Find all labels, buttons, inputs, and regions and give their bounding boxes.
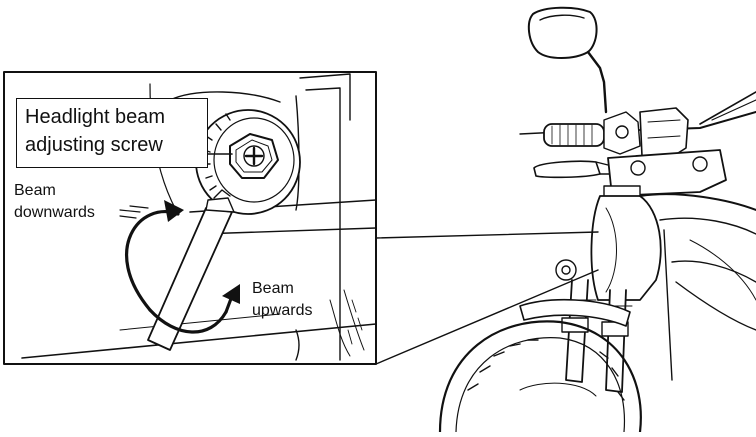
callout-line-1: Headlight beam bbox=[25, 106, 166, 128]
screwdriver-icon bbox=[147, 189, 235, 351]
adjusting-screw-icon bbox=[195, 109, 301, 215]
front-wheel bbox=[438, 320, 642, 434]
handlebar bbox=[519, 91, 756, 155]
headlight-housing bbox=[555, 195, 662, 301]
arrow-up-head-icon bbox=[222, 284, 240, 304]
mirror-icon bbox=[527, 6, 608, 114]
beam-up-line-2: upwards bbox=[252, 302, 313, 319]
turn-signal-icon bbox=[533, 160, 613, 179]
fuel-tank bbox=[639, 193, 756, 381]
zoom-leader-lines bbox=[375, 231, 599, 365]
beam-down-line-1: Beam bbox=[14, 182, 56, 199]
beam-down-line-2: downwards bbox=[14, 204, 95, 221]
beam-upwards-label: Beam upwards bbox=[252, 278, 312, 322]
beam-downwards-label: Beam downwards bbox=[14, 180, 95, 224]
motorcycle bbox=[438, 6, 756, 434]
front-fender bbox=[519, 299, 631, 327]
beam-up-line-1: Beam bbox=[252, 280, 294, 297]
adjusting-screw-callout: Headlight beam adjusting screw bbox=[16, 98, 208, 168]
front-fork bbox=[559, 279, 633, 393]
arrow-down-head-icon bbox=[164, 200, 184, 222]
callout-line-2: adjusting screw bbox=[25, 134, 163, 156]
